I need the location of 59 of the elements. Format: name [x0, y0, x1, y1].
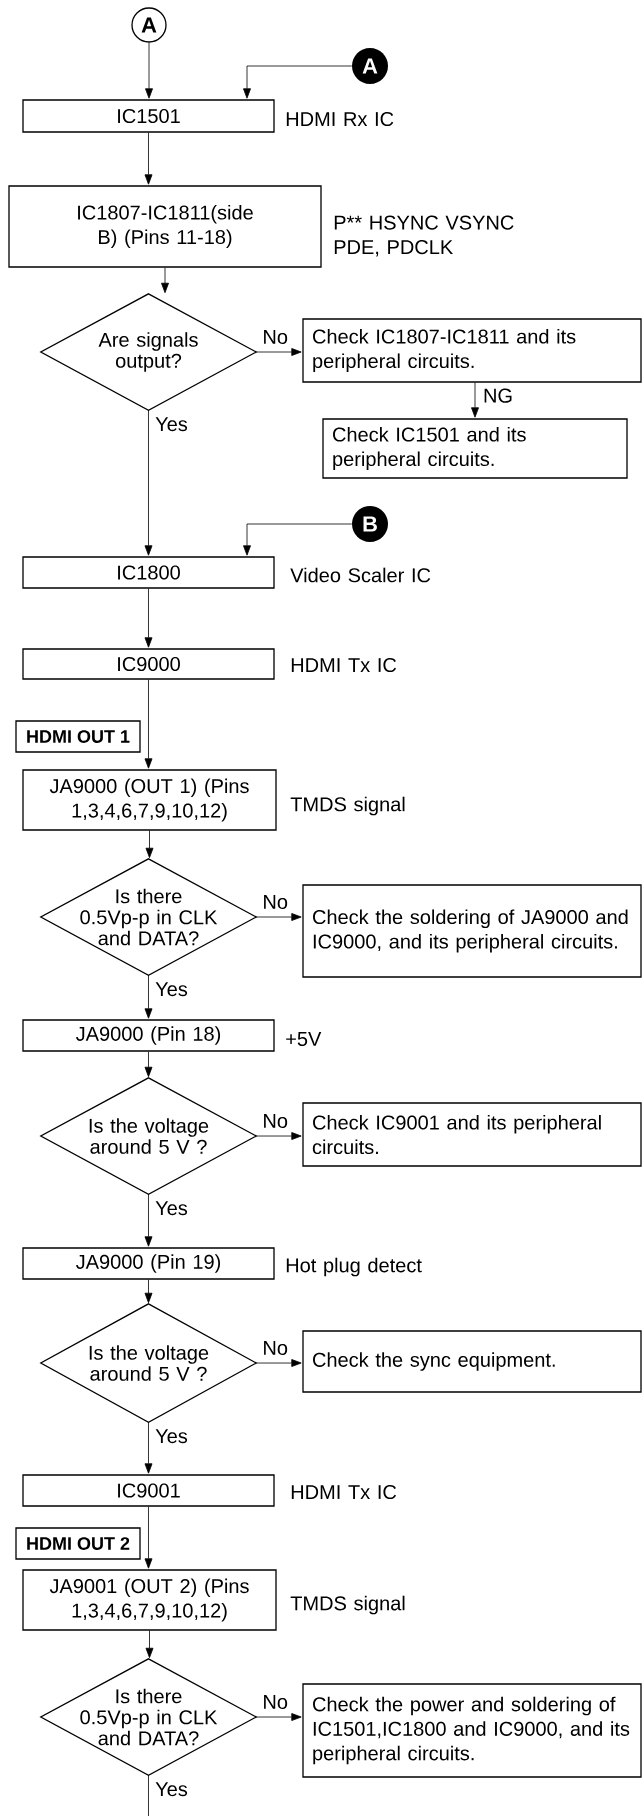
check-box: Check IC1807-IC1811 and its peripheral circuits.	[302, 318, 642, 383]
arrow	[255, 913, 302, 921]
side-label: +5V	[286, 1032, 322, 1046]
arrow	[145, 830, 154, 859]
side-label: HDMI Tx IC	[291, 657, 397, 673]
arrow	[255, 1713, 302, 1721]
side-label: HDMI Rx IC	[286, 111, 394, 127]
arrow	[255, 1132, 302, 1140]
side-label: HDMI Tx IC	[291, 1484, 397, 1500]
arrow	[144, 1506, 153, 1569]
edge-label: No	[261, 1340, 289, 1356]
edge-label: No	[261, 329, 289, 345]
arrow	[144, 1193, 153, 1247]
side-label: Hot plug detect	[286, 1257, 422, 1277]
side-label: TMDS signal	[290, 1595, 405, 1615]
process-box: IC1501	[22, 99, 275, 133]
edge-label: No	[261, 1694, 289, 1710]
arrow	[255, 1359, 302, 1367]
arrow	[255, 348, 302, 356]
arrow	[243, 523, 353, 556]
arrow	[144, 132, 153, 185]
edge-label: Yes	[154, 981, 189, 998]
section-tag: HDMI OUT 1	[15, 720, 141, 753]
edge-label: Yes	[154, 416, 189, 433]
arrow	[144, 409, 153, 556]
check-box: Check the power and soldering of IC1501,IC1800 and IC9000, and its peripheral circuits.	[302, 1683, 642, 1778]
section-tag: HDMI OUT 2	[15, 1527, 141, 1560]
arrow	[145, 42, 153, 99]
arrow	[144, 1051, 153, 1078]
check-box: Check IC1501 and its peripheral circuits.	[322, 418, 628, 479]
arrow	[471, 382, 479, 418]
process-box: JA9000 (Pin 19)	[22, 1247, 275, 1280]
side-label: P** HSYNC VSYNC PDE, PDCLK	[334, 215, 514, 257]
arrow	[144, 1421, 153, 1474]
edge-label: Yes	[154, 1200, 189, 1217]
arrow	[145, 1630, 154, 1659]
process-box: JA9000 (Pin 18)	[22, 1019, 275, 1052]
edge-label: No	[261, 1113, 289, 1129]
process-box: JA9001 (OUT 2) (Pins 1,3,4,6,7,9,10,12)	[22, 1569, 277, 1631]
arrow	[243, 65, 353, 99]
edge-label: No	[261, 894, 289, 910]
process-box: IC9000	[22, 648, 275, 680]
process-box: IC1807-IC1811(side B) (Pins 11-18)	[8, 185, 322, 268]
edge-label: Yes	[154, 1428, 189, 1445]
check-box: Check IC9001 and its peripheral circuits.	[302, 1102, 642, 1167]
process-box: IC9001	[22, 1474, 275, 1507]
arrow	[161, 267, 169, 294]
arrow	[144, 679, 153, 769]
edge-label: Yes	[154, 1781, 189, 1798]
process-box: JA9000 (OUT 1) (Pins 1,3,4,6,7,9,10,12)	[22, 769, 277, 831]
arrow	[144, 588, 153, 648]
arrow	[144, 974, 153, 1019]
side-label: TMDS signal	[290, 796, 405, 816]
check-box: Check the sync equipment.	[302, 1330, 642, 1393]
side-label: Video Scaler IC	[290, 567, 431, 583]
arrow	[144, 1279, 153, 1304]
edge-label: NG	[482, 387, 514, 404]
check-box: Check the soldering of JA9000 and IC9000, and its peripheral circuits.	[302, 884, 642, 978]
process-box: IC1800	[22, 556, 275, 589]
